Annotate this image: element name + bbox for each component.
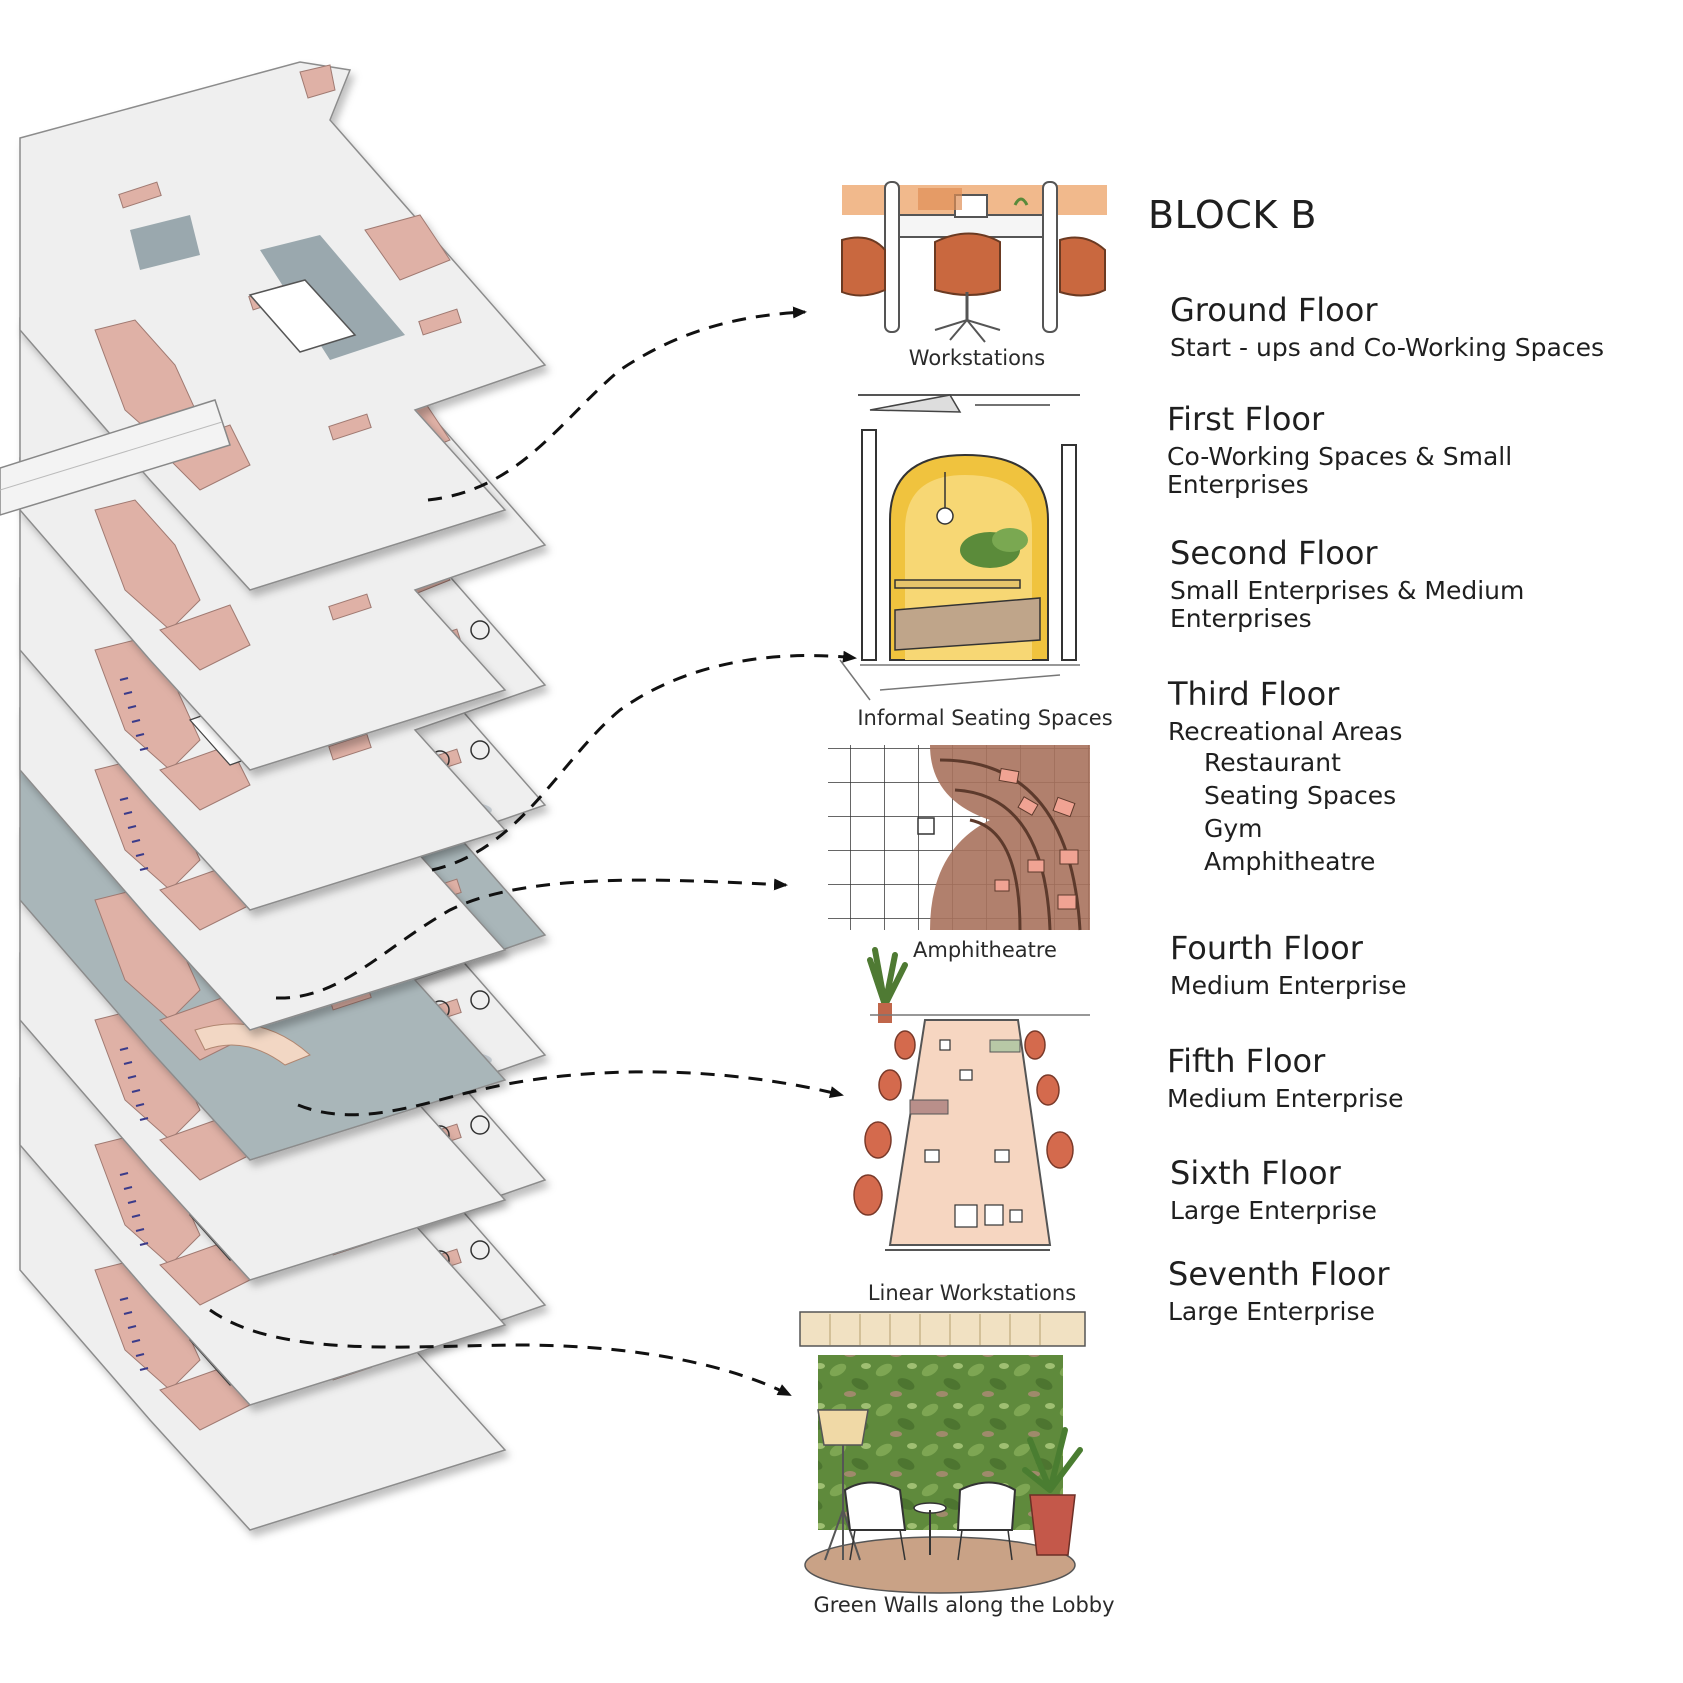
linear-workstations-sketch: Linear Workstations: [853, 1014, 1090, 1305]
workstations-sketch: Workstations: [841, 181, 1107, 370]
green-walls-sketch: Green Walls along the Lobby: [799, 1311, 1115, 1617]
informal-seating-sketch: Informal Seating Spaces: [839, 394, 1113, 730]
arrow-to-informal: [431, 650, 857, 872]
floor-name: Sixth Floor: [1170, 1154, 1341, 1192]
floor-description: Co-Working Spaces & Small: [1167, 442, 1513, 471]
floor-name: Fifth Floor: [1167, 1042, 1326, 1080]
floor-name: Fourth Floor: [1170, 929, 1363, 967]
plant-icon: [960, 528, 1028, 568]
floor-name: Third Floor: [1168, 675, 1340, 713]
amphitheatre-sketch: Amphitheatre: [828, 745, 1090, 1023]
armchair-icon: [843, 1481, 1017, 1531]
chair-icon: [934, 232, 1001, 343]
floor-plates: [19, 61, 547, 1531]
arrow-to-green: [209, 1308, 792, 1397]
floor-subitem: Restaurant: [1204, 748, 1341, 777]
floor-description: Recreational Areas: [1168, 717, 1403, 746]
informal-seating-label: Informal Seating Spaces: [857, 706, 1112, 730]
green-walls-label: Green Walls along the Lobby: [813, 1593, 1114, 1617]
floor-subitem: Seating Spaces: [1204, 781, 1397, 810]
floor-description: Enterprises: [1167, 470, 1309, 499]
walkway-bridge: [0, 399, 231, 516]
floor-subitem: Amphitheatre: [1204, 847, 1376, 876]
floor-description: Large Enterprise: [1170, 1196, 1377, 1225]
floor-name: First Floor: [1167, 400, 1325, 438]
floor-description: Enterprises: [1170, 604, 1312, 633]
floor-name: Second Floor: [1170, 534, 1378, 572]
floor-description: Start - ups and Co-Working Spaces: [1170, 333, 1604, 362]
arrow-to-linear: [297, 1070, 844, 1117]
block-title: BLOCK B: [1148, 193, 1317, 237]
floor-lamp-icon: [817, 1409, 869, 1561]
amphitheatre-label: Amphitheatre: [913, 938, 1057, 962]
floor-name: Ground Floor: [1170, 291, 1378, 329]
plant-icon: [867, 947, 908, 1023]
floor-name: Seventh Floor: [1168, 1255, 1390, 1293]
linear-workstations-label: Linear Workstations: [868, 1281, 1076, 1305]
chair-icon: [853, 1030, 1074, 1216]
floor-description: Medium Enterprise: [1167, 1084, 1404, 1113]
floor-description: Medium Enterprise: [1170, 971, 1407, 1000]
connector-arrows: [209, 306, 857, 1397]
workstations-label: Workstations: [909, 346, 1045, 370]
floor-description: Large Enterprise: [1168, 1297, 1375, 1326]
arrow-to-amphitheatre: [275, 878, 788, 1000]
arrow-to-workstations: [427, 306, 807, 502]
floor-description: Small Enterprises & Medium: [1170, 576, 1525, 605]
potted-plant-icon: [1022, 1427, 1083, 1556]
floor-subitem: Gym: [1204, 814, 1263, 843]
